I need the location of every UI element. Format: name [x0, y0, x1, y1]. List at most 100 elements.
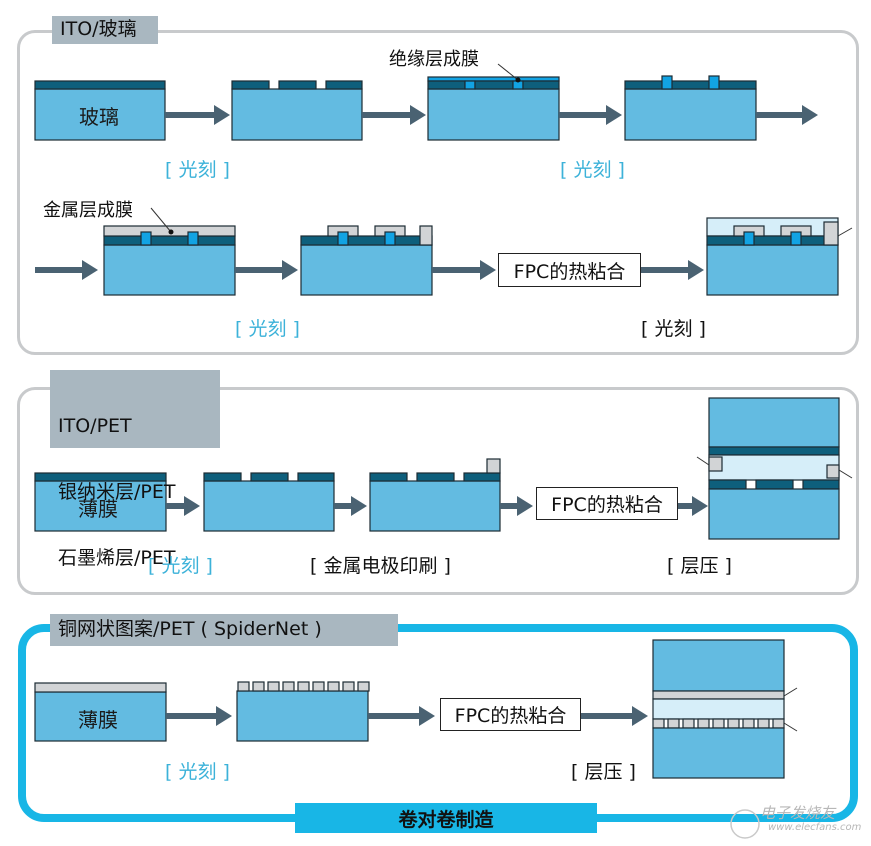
arrow-head-icon [632, 706, 648, 726]
top-conductor [708, 446, 840, 456]
bottom-conductor [802, 479, 840, 490]
film-substrate-label: 薄膜 [78, 708, 118, 732]
step-label-photolitho: [ 光刻 ] [165, 159, 230, 181]
arrow-head-icon [410, 105, 426, 125]
copper-mesh-line [682, 718, 695, 729]
insulator-island [790, 231, 802, 246]
copper-mesh-line [757, 718, 770, 729]
copper-mesh-line [342, 681, 355, 692]
copper-mesh-line [252, 681, 265, 692]
arrow-head-icon [184, 496, 200, 516]
copper-mesh-line [297, 681, 310, 692]
film-substrate [369, 480, 501, 532]
watermark-url: www.elecfans.com [768, 822, 862, 833]
metal-pad [419, 225, 433, 246]
step-label-photolitho: [ 光刻 ] [560, 159, 625, 181]
insulator-island [708, 75, 720, 90]
glass-substrate [624, 88, 757, 141]
leader-dot [168, 229, 174, 235]
step-label-photolitho: [ 光刻 ] [148, 555, 213, 577]
copper-mesh-line [327, 681, 340, 692]
top-film [652, 639, 785, 692]
section-ito-glass-panel [17, 30, 859, 355]
top-film [708, 397, 840, 448]
leader-line [783, 687, 798, 697]
leader-line [150, 207, 172, 233]
step-label-lamination: [ 层压 ] [667, 555, 732, 577]
glass-substrate-label: 玻璃 [79, 105, 119, 129]
watermark-logo-icon [730, 809, 760, 839]
bottom-conductor [755, 479, 794, 490]
ito-layer [624, 80, 757, 90]
glass-substrate [34, 88, 166, 141]
section2-tag-line: 银纳米层/PET [58, 481, 176, 503]
ito-layer [103, 235, 236, 246]
copper-mesh-line [237, 681, 250, 692]
insulator-island [140, 231, 152, 246]
arrow-head-icon [216, 706, 232, 726]
copper-mesh-line [697, 718, 710, 729]
film-substrate-label: 薄膜 [78, 497, 118, 521]
section2-tag: ITO/PET 银纳米层/PET 石墨烯层/PET [50, 370, 220, 569]
conductor-layer [34, 472, 167, 482]
section2-tag-line: ITO/PET [58, 415, 132, 437]
arrow-head-icon [351, 496, 367, 516]
ito-layer [34, 80, 166, 90]
metal-annotation: 金属层成膜 [43, 200, 133, 221]
leader-line [696, 456, 710, 466]
step-label-photolitho: [ 光刻 ] [165, 761, 230, 783]
electrode-pad [826, 464, 840, 479]
copper-film [34, 682, 167, 693]
conductor-pattern [463, 472, 501, 482]
insulator-island [384, 231, 396, 246]
copper-mesh-line [727, 718, 740, 729]
copper-mesh-line [667, 718, 680, 729]
bottom-film [708, 488, 840, 540]
arrow-head-icon [688, 260, 704, 280]
step-label-photolitho: [ 光刻 ] [641, 318, 706, 340]
printed-electrode [486, 458, 501, 474]
leader-line [783, 722, 798, 732]
leader-line [837, 227, 853, 237]
leader-line [838, 469, 853, 479]
leader-line [497, 63, 519, 81]
glass-substrate [427, 88, 560, 141]
conductor-pattern [203, 472, 242, 482]
arrow-head-icon [692, 496, 708, 516]
glass-substrate [231, 88, 363, 141]
ito-pattern [474, 80, 514, 90]
step-label-photolitho: [ 光刻 ] [235, 318, 300, 340]
conductor-pattern [250, 472, 289, 482]
copper-mesh-line [742, 718, 755, 729]
ito-pattern [522, 80, 560, 90]
arrow-head-icon [606, 105, 622, 125]
film-substrate [203, 480, 335, 532]
insulator-island [743, 231, 755, 246]
ito-layer [300, 235, 433, 246]
watermark-brand: 电子发烧友 [760, 804, 836, 822]
adhesive-layer [652, 698, 785, 720]
copper-mesh-line [267, 681, 280, 692]
ito-pattern [231, 80, 270, 90]
ito-pattern [427, 80, 466, 90]
adhesive-layer [706, 217, 839, 237]
fpc-bonding-box: FPC的热粘合 [498, 253, 641, 287]
ito-pattern [325, 80, 363, 90]
insulator-island [337, 231, 349, 246]
section2-tag-line: 石墨烯层/PET [58, 547, 176, 569]
adhesive-layer [708, 454, 840, 481]
insulator-island [661, 75, 673, 90]
copper-mesh-line [357, 681, 370, 692]
glass-substrate [706, 244, 839, 296]
conductor-pattern [297, 472, 335, 482]
conductor-pattern [416, 472, 455, 482]
electrode-pad [708, 456, 723, 472]
insulator-island [187, 231, 199, 246]
roll-to-roll-banner: 卷对卷制造 [295, 803, 597, 833]
section3-tag: 铜网状图案/PET ( SpiderNet ) [50, 614, 398, 646]
fpc-pad [823, 221, 839, 246]
glass-substrate [300, 244, 433, 296]
insulator-annotation: 绝缘层成膜 [389, 49, 479, 70]
copper-mesh-line [712, 718, 725, 729]
